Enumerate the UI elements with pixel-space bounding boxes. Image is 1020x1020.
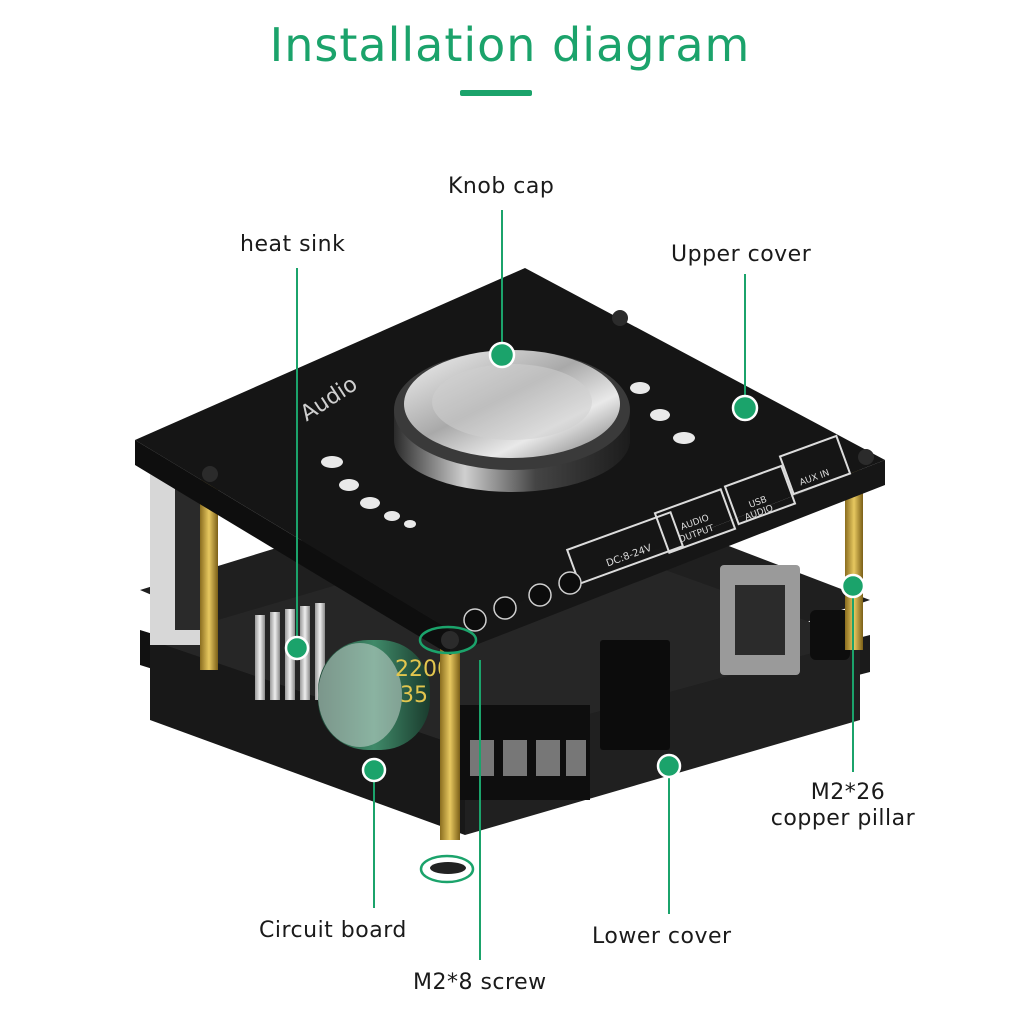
label-copper-pillar: copper pillar: [770, 806, 916, 831]
leader-dot-icon: [840, 573, 866, 599]
dc-jack: [600, 640, 670, 750]
label-lower-cover: Lower cover: [592, 924, 732, 949]
capacitor-voltage: 35: [400, 683, 428, 708]
capacitor: 2200 35: [318, 640, 451, 750]
screw-icon: [612, 310, 628, 326]
label-knob-cap: Knob cap: [448, 174, 555, 199]
knob-cap: [394, 350, 630, 492]
label-upper-cover: Upper cover: [671, 242, 812, 267]
aux-jack: [810, 610, 850, 660]
leader-dot-icon: [488, 341, 516, 369]
label-screw: M2*8 screw: [413, 970, 547, 995]
copper-pillars: [200, 470, 863, 840]
diagram-title: Installation diagram: [269, 18, 751, 72]
leader-dot-icon: [284, 635, 310, 661]
copper-pillar: [440, 640, 460, 840]
copper-pillar: [845, 470, 863, 650]
copper-pillar: [200, 480, 218, 670]
screw-icon: [441, 631, 459, 649]
screw-highlights: [418, 625, 478, 884]
screw-icon: [202, 466, 218, 482]
leader-dot-icon: [656, 753, 682, 779]
leader-dots: [284, 341, 866, 783]
lower-foot: [430, 862, 466, 874]
title-underline: [460, 90, 532, 96]
speaker-terminals: [463, 571, 582, 632]
label-pillar-size: M2*26: [810, 780, 886, 805]
screw-icon: [858, 449, 874, 465]
leader-dot-icon: [361, 757, 387, 783]
leader-lines: [296, 210, 854, 960]
label-circuit-board: Circuit board: [259, 918, 407, 943]
led-dots: [321, 382, 695, 528]
leader-dot-icon: [731, 394, 759, 422]
label-heat-sink: heat sink: [240, 232, 346, 257]
leader-ellipse-icon: [418, 625, 478, 655]
leader-ellipse-icon: [419, 854, 475, 884]
